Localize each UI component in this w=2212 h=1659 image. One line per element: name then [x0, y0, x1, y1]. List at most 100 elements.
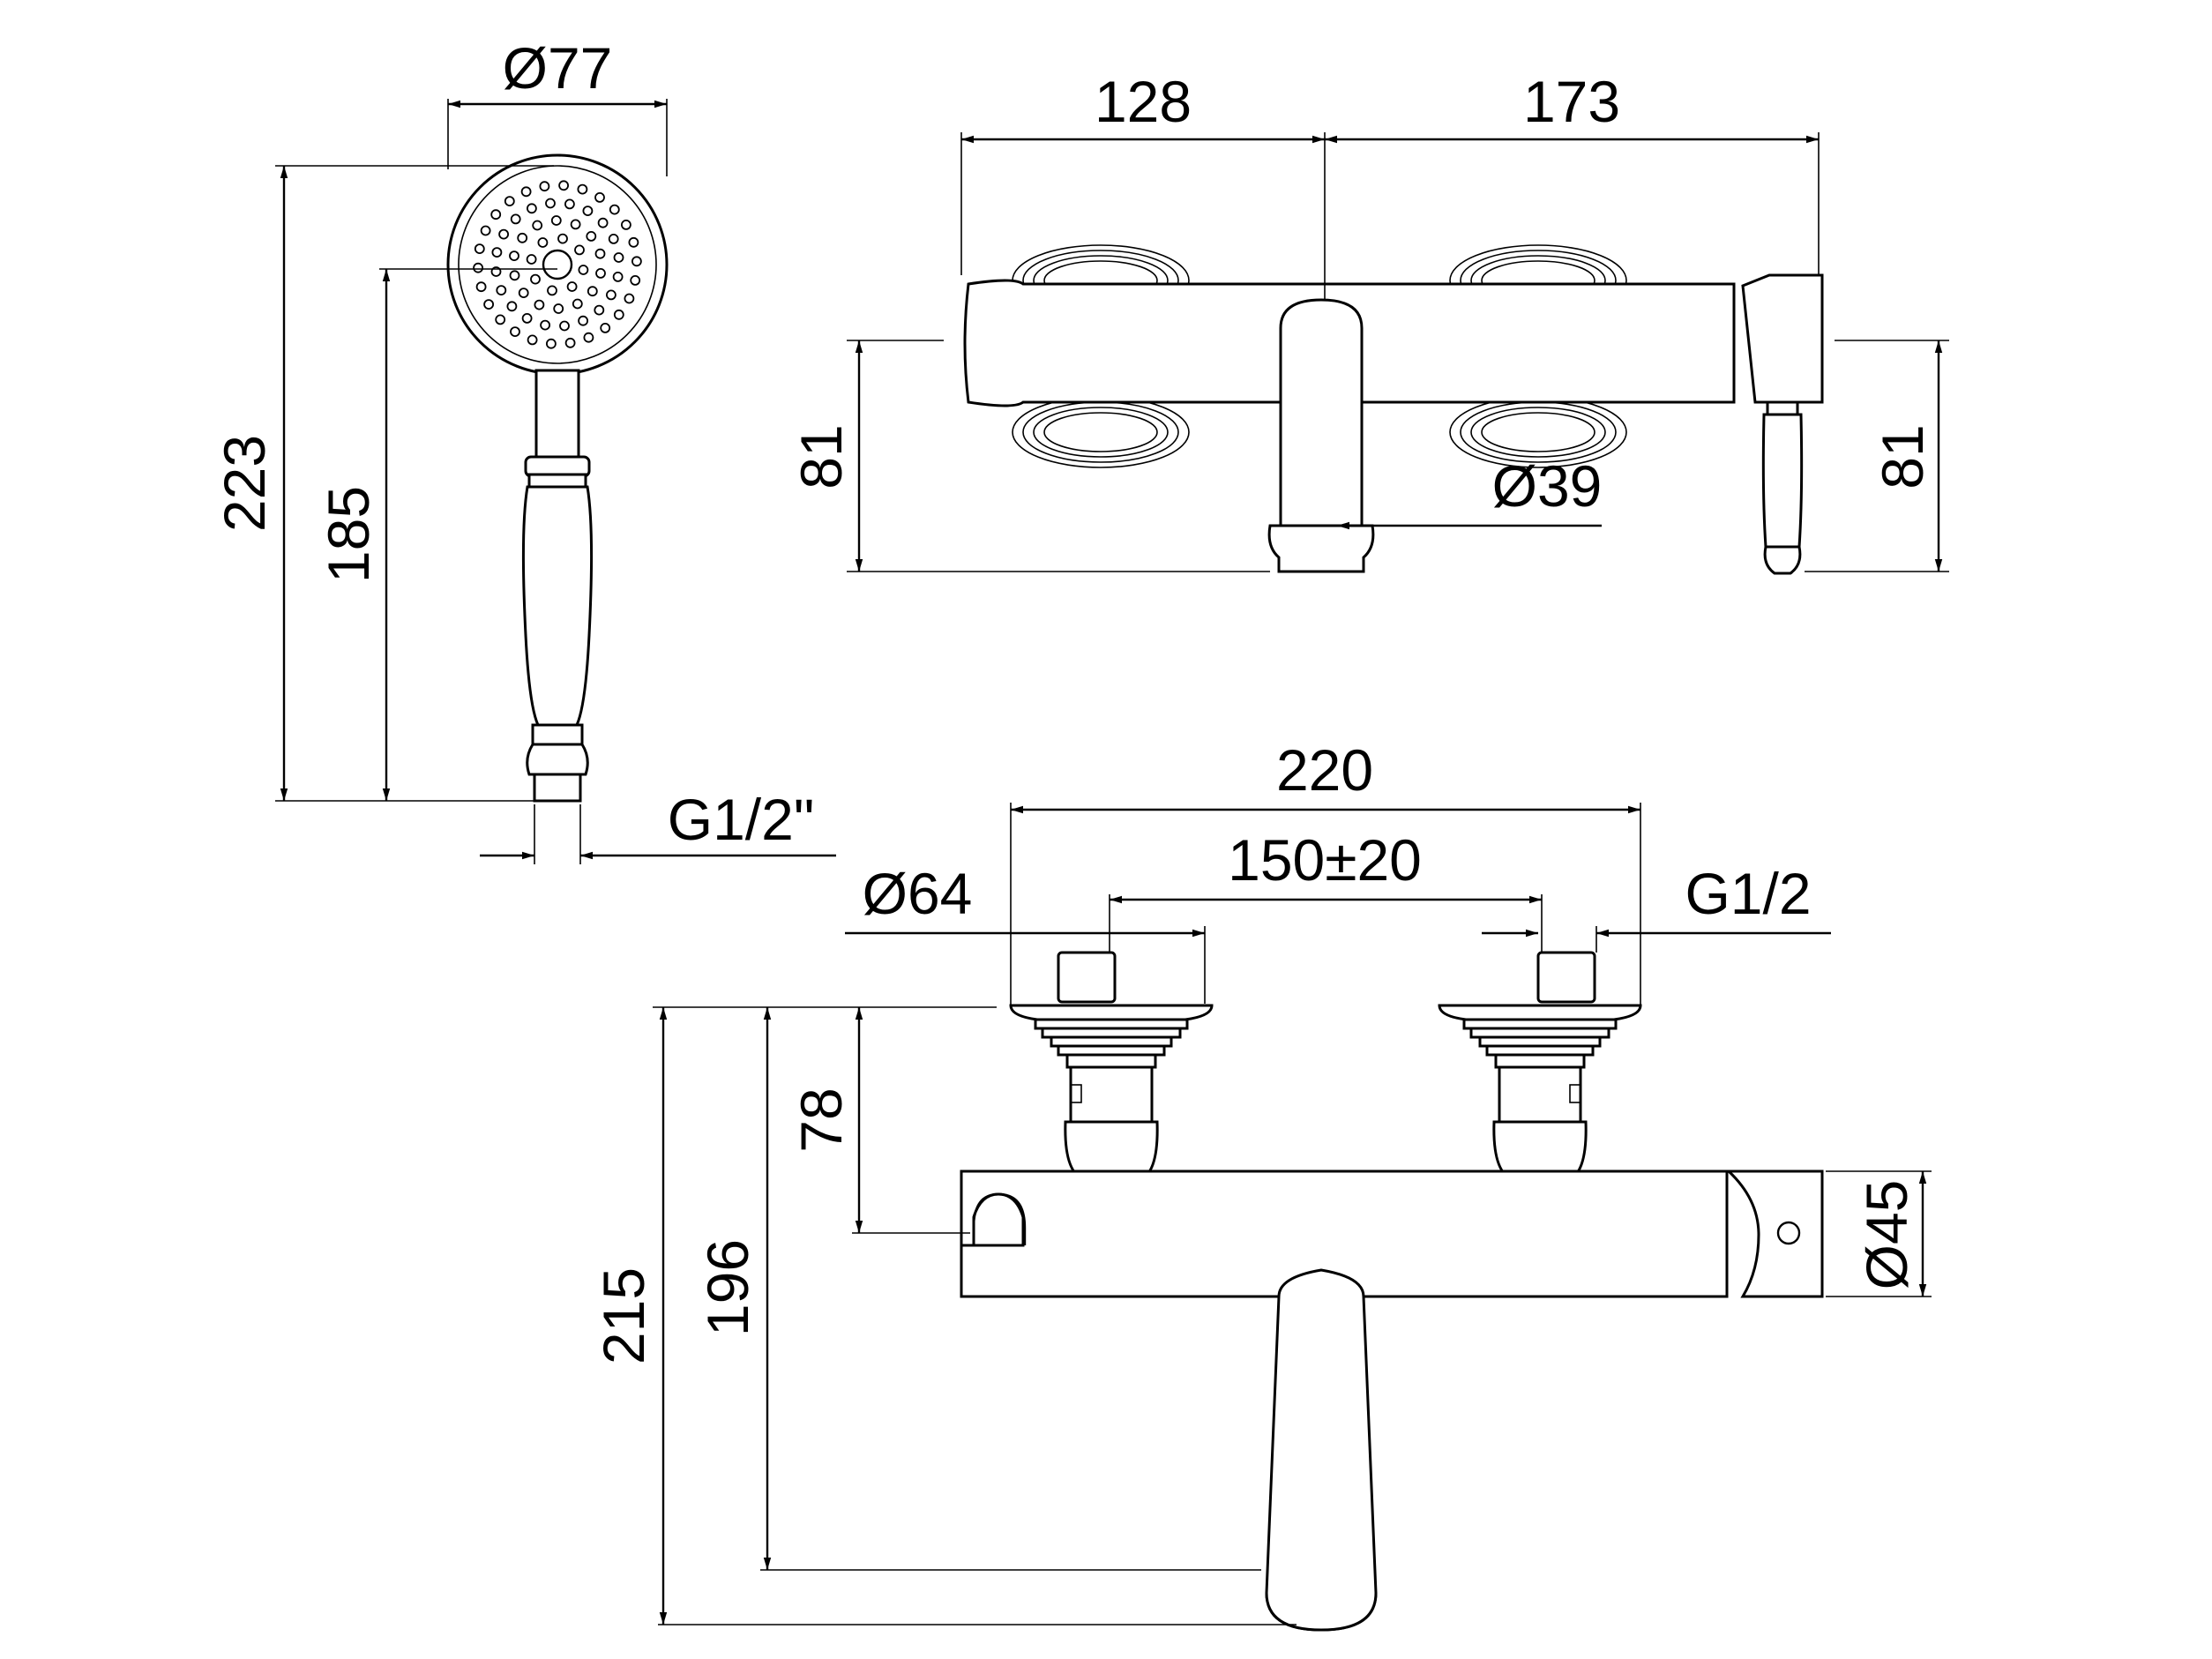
handle-collar-top	[1766, 400, 1799, 416]
shower-nozzle	[586, 230, 597, 242]
shower-nozzle	[630, 274, 641, 286]
dim-shower-thread: G1/2"	[668, 787, 815, 852]
dim-flange-diameter: Ø64	[863, 861, 973, 926]
mixer-front-view	[960, 951, 1824, 1632]
shower-nozzle	[527, 203, 537, 214]
shower-thread-end	[533, 773, 582, 803]
shower-head-inner	[458, 165, 657, 364]
shower-nozzle	[587, 286, 598, 297]
shower-nozzle	[624, 293, 635, 304]
shower-nozzle	[595, 267, 606, 279]
shower-nozzle	[608, 233, 619, 244]
shower-nozzle	[521, 312, 533, 324]
dim-inlet-thread: G1/2	[1685, 861, 1811, 926]
shower-center-nozzle	[542, 249, 573, 280]
shower-nozzle	[582, 206, 594, 217]
shower-nozzle	[613, 309, 624, 320]
shower-nozzle	[495, 314, 506, 325]
handle-tip-top	[1763, 545, 1802, 575]
dim-wall-to-spout-outer: 215	[591, 1267, 656, 1364]
shower-nozzle	[553, 303, 564, 314]
shower-nozzle	[474, 243, 485, 255]
shower-nozzle	[504, 196, 515, 207]
shower-nozzle	[510, 213, 521, 225]
shower-nozzle	[490, 209, 502, 220]
shower-nozzle	[483, 299, 494, 310]
shower-nozzle	[480, 225, 491, 236]
shower-nozzles	[473, 180, 642, 349]
spout-top	[1279, 298, 1364, 527]
shower-nozzle	[558, 180, 569, 191]
diverter-top	[1741, 273, 1824, 404]
shower-nozzle	[550, 215, 562, 226]
shower-nozzle	[609, 204, 620, 215]
shower-nozzle	[577, 183, 588, 195]
shower-nozzle	[574, 244, 585, 256]
shower-nozzle	[527, 334, 538, 346]
dim-shower-handle-length: 185	[316, 486, 381, 583]
dim-height-right: 81	[1870, 424, 1935, 489]
dim-overall-width: 220	[1276, 737, 1373, 803]
dim-shower-total-length: 223	[212, 435, 277, 532]
shower-nozzle	[600, 322, 611, 333]
dim-body-diameter: Ø45	[1854, 1180, 1919, 1290]
dim-spacing-right: 173	[1523, 69, 1620, 134]
shower-nozzle	[506, 301, 518, 312]
shower-nozzle	[510, 326, 520, 338]
shower-nozzle	[546, 338, 557, 349]
dim-height-left: 81	[788, 424, 854, 489]
shower-nozzle	[547, 285, 557, 296]
shower-nozzle	[559, 320, 570, 332]
spout-front	[1265, 1268, 1378, 1632]
flange-right-front	[1438, 1004, 1642, 1182]
shower-handle	[521, 485, 594, 727]
shower-nozzle	[612, 271, 624, 282]
shower-nozzle	[570, 219, 581, 230]
shower-nozzle	[545, 198, 556, 209]
shower-fitting-2	[526, 743, 589, 776]
shower-nozzle	[509, 270, 520, 281]
shower-nozzle	[564, 337, 576, 348]
handle-top	[1761, 413, 1804, 549]
shower-nozzle	[534, 299, 545, 310]
shower-nozzle	[530, 273, 541, 285]
shower-nozzle	[557, 233, 568, 244]
shower-nozzle	[583, 332, 594, 343]
shower-nozzle	[597, 217, 609, 228]
flange-left-front	[1009, 1004, 1214, 1182]
shower-nozzle	[539, 181, 550, 192]
shower-nozzle	[498, 228, 509, 240]
dim-inlet-spacing: 150±20	[1228, 827, 1422, 893]
shower-nozzle	[473, 262, 483, 273]
shower-nozzle	[594, 304, 605, 316]
shower-nozzle	[606, 289, 617, 301]
dim-wall-to-body: 78	[788, 1087, 854, 1152]
mixer-top-view	[963, 244, 1824, 575]
diverter-front	[1725, 1170, 1824, 1298]
hand-shower-view	[446, 153, 669, 803]
shower-nozzle	[518, 288, 529, 299]
shower-nozzle	[578, 315, 588, 326]
shower-nozzle	[509, 250, 519, 262]
shower-nozzle	[628, 236, 639, 248]
inlet-nut-left	[1057, 951, 1117, 1004]
inlet-nut-right	[1536, 951, 1596, 1004]
shower-nozzle	[520, 186, 532, 198]
shower-nozzle	[526, 254, 537, 265]
shower-nozzle	[594, 191, 605, 203]
spout-front-tip	[1265, 1592, 1378, 1632]
shower-nozzle	[496, 285, 507, 296]
shower-nozzle	[621, 219, 631, 230]
dim-wall-to-spout-inner: 196	[695, 1239, 760, 1336]
shower-nozzle	[475, 281, 487, 293]
mixer-front-dims: 220 150±20 Ø64 G1/2 78 196 215	[591, 737, 1932, 1625]
hand-shower-dims: Ø77 223 185 G1/2"	[212, 35, 836, 864]
shower-nozzle	[594, 248, 606, 259]
shower-collar-2	[527, 473, 587, 489]
shower-nozzle	[517, 232, 528, 243]
shower-fitting-1	[531, 723, 584, 746]
shower-nozzle	[566, 281, 578, 292]
dim-spout-diameter: Ø39	[1492, 453, 1603, 519]
shower-nozzle	[564, 198, 575, 210]
